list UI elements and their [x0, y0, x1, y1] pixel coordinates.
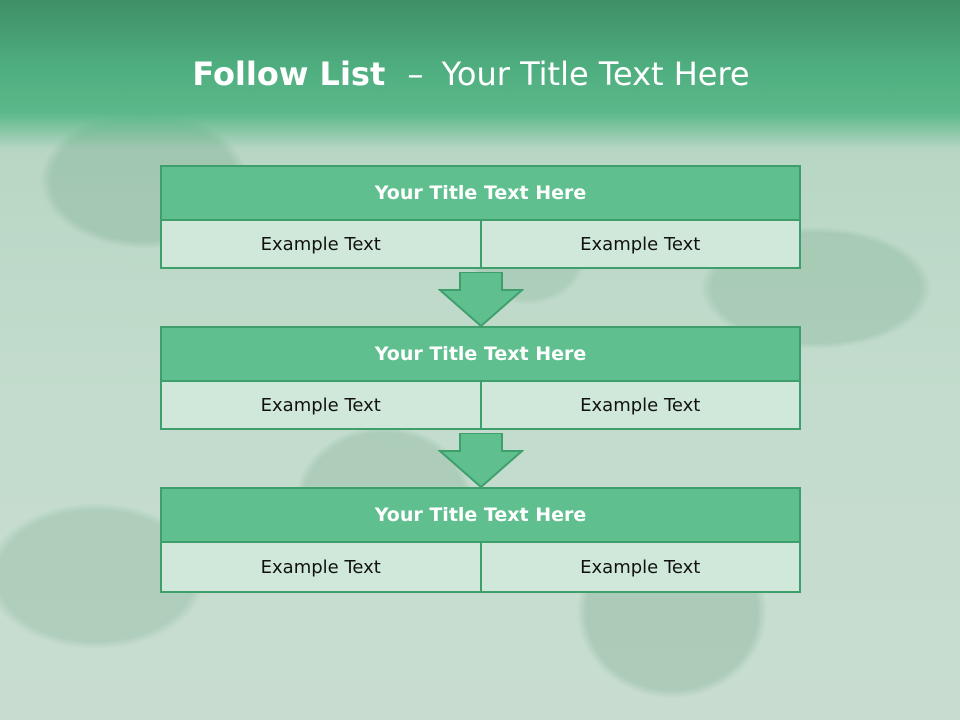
step-title-3: Your Title Text Here [160, 487, 801, 543]
down-arrow-icon [438, 433, 524, 489]
step-block-2: Your Title Text Here Example Text Exampl… [160, 326, 801, 430]
step-title-2: Your Title Text Here [160, 326, 801, 382]
step-2-left-cell: Example Text [160, 382, 482, 430]
slide-title: Follow List – Your Title Text Here [0, 55, 942, 93]
step-block-3: Your Title Text Here Example Text Exampl… [160, 487, 801, 593]
title-rest: Your Title Text Here [441, 55, 750, 93]
step-row-3: Example Text Example Text [160, 543, 801, 593]
step-row-1: Example Text Example Text [160, 221, 801, 269]
step-row-2: Example Text Example Text [160, 382, 801, 430]
title-bold: Follow List [192, 55, 386, 93]
step-3-left-cell: Example Text [160, 543, 482, 593]
step-2-right-cell: Example Text [481, 382, 801, 430]
down-arrow-icon [438, 272, 524, 328]
header-band [0, 0, 960, 150]
step-block-1: Your Title Text Here Example Text Exampl… [160, 165, 801, 269]
step-3-right-cell: Example Text [481, 543, 801, 593]
step-1-left-cell: Example Text [160, 221, 482, 269]
title-separator: – [407, 55, 424, 93]
step-1-right-cell: Example Text [481, 221, 801, 269]
step-title-1: Your Title Text Here [160, 165, 801, 221]
